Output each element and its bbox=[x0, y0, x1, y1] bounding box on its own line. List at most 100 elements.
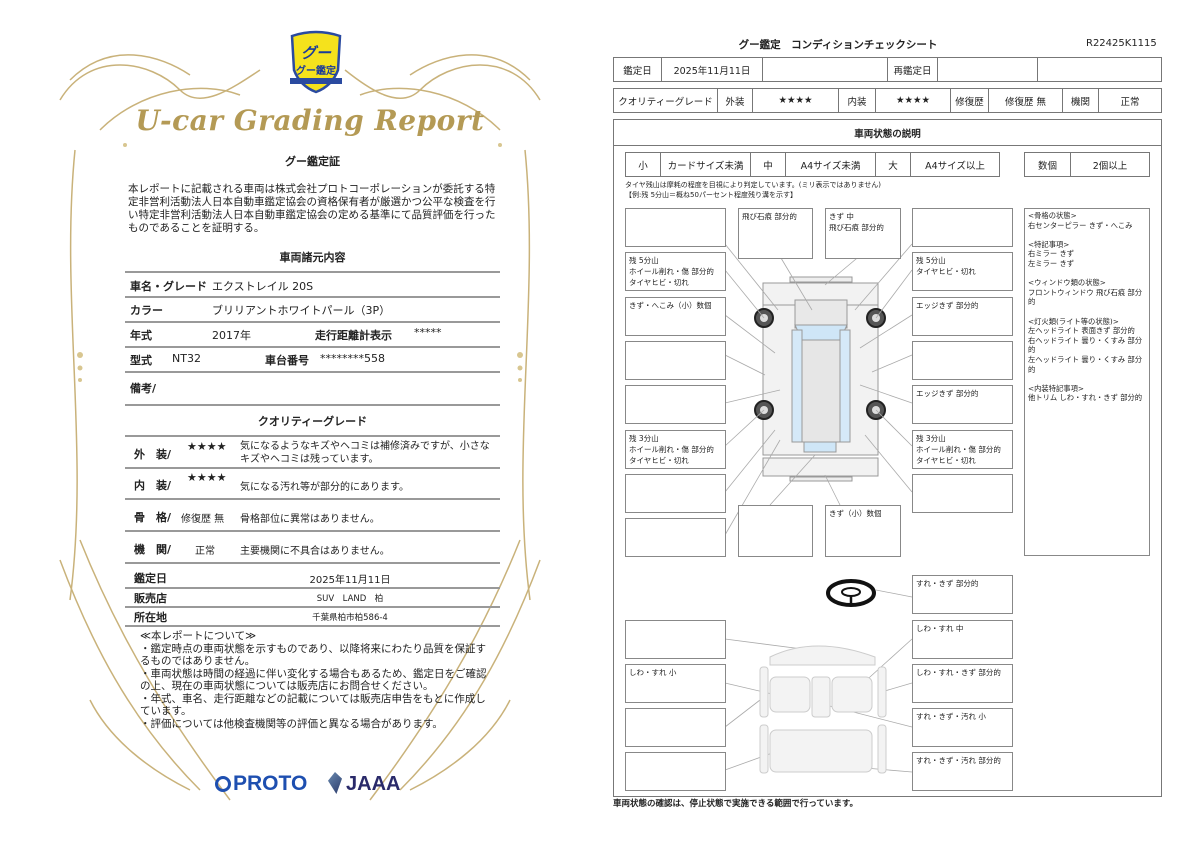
legend-large: 大 bbox=[875, 152, 911, 177]
goo-kantei-seal-logo: グー グー鑑定 bbox=[290, 30, 342, 94]
exterior-condition-box: エッジきず 部分的 bbox=[912, 385, 1013, 424]
engine-value: 正常 bbox=[1098, 88, 1162, 113]
address-value: 千葉県柏市柏586-4 bbox=[312, 613, 388, 623]
grade-label: クオリティーグレード bbox=[613, 88, 718, 113]
note-item: ・鑑定時点の車両状態を示すものであり、以降将来にわたり品質を保証するものではあり… bbox=[140, 642, 486, 668]
divider bbox=[125, 371, 500, 373]
date-label: 鑑定日 bbox=[613, 57, 662, 82]
appraisal-date-value: 2025年11月11日 bbox=[309, 575, 391, 586]
repair-value: 修復歴 無 bbox=[988, 88, 1063, 113]
condition-notes-column: <骨格の状態> 右センターピラー きず・へこみ <特記事項> 右ミラー きず 左… bbox=[1024, 208, 1150, 556]
chassis-label: 車台番号 bbox=[265, 354, 309, 367]
car-name-label: 車名・グレード bbox=[130, 280, 207, 293]
interior-condition-box: しわ・すれ 小 bbox=[625, 664, 726, 703]
divider bbox=[125, 498, 500, 500]
proto-mark-icon bbox=[215, 776, 231, 792]
exterior-condition-box: きず・へこみ（小）数個 bbox=[625, 297, 726, 336]
car-exterior-outline bbox=[762, 276, 879, 482]
legend-many: 数個 bbox=[1024, 152, 1071, 177]
interior-condition-box: しわ・すれ・きず 部分的 bbox=[912, 664, 1013, 703]
interior-comment: 気になる汚れ等が部分的にあります。 bbox=[240, 482, 409, 493]
divider bbox=[125, 587, 500, 589]
model-value: NT32 bbox=[172, 352, 201, 365]
interior-condition-box: すれ・きず・汚れ 部分的 bbox=[912, 752, 1013, 791]
certificate-title: グー鑑定証 bbox=[285, 155, 340, 168]
specs-title: 車両諸元内容 bbox=[279, 251, 346, 264]
exterior-condition-box bbox=[912, 208, 1013, 247]
interior-grade: ★★★★ bbox=[875, 88, 951, 113]
exterior-condition-box: 残 3分山 ホイール削れ・傷 部分的 タイヤヒビ・切れ bbox=[912, 430, 1013, 469]
car-interior-outline bbox=[759, 645, 887, 774]
exterior-grade: ★★★★ bbox=[187, 440, 227, 453]
year-label: 年式 bbox=[130, 329, 152, 342]
tire-note-example: 【例:残 5分山＝概ね50パーセント程度残り溝を示す】 bbox=[625, 191, 797, 199]
report-notes: ≪本レポートについて≫ ・鑑定時点の車両状態を示すものであり、以降将来にわたり品… bbox=[140, 630, 495, 730]
section-title: 車両状態の説明 bbox=[613, 119, 1162, 146]
proto-logo-text: PROTO bbox=[233, 772, 308, 795]
interior-grade: ★★★★ bbox=[187, 471, 227, 484]
color-value: ブリリアントホワイトパール（3P） bbox=[212, 304, 391, 317]
legend-large-desc: A4サイズ以上 bbox=[910, 152, 1000, 177]
legend-medium-desc: A4サイズ未満 bbox=[785, 152, 876, 177]
engine-comment: 主要機関に不具合はありません。 bbox=[240, 546, 390, 557]
exterior-condition-box: 残 5分山 タイヤヒビ・切れ bbox=[912, 252, 1013, 291]
chassis-value: ********558 bbox=[320, 352, 385, 365]
model-label: 型式 bbox=[130, 354, 152, 367]
blank-cell bbox=[1037, 57, 1162, 82]
svg-text:グー: グー bbox=[301, 44, 332, 62]
divider bbox=[125, 346, 500, 348]
divider bbox=[125, 562, 500, 564]
exterior-condition-box: きず 中 飛び石痕 部分的 bbox=[825, 208, 901, 259]
notes-title: ≪本レポートについて≫ bbox=[140, 630, 257, 642]
jaaa-logo: JAAA bbox=[328, 772, 400, 796]
interior-condition-box: すれ・きず・汚れ 小 bbox=[912, 708, 1013, 747]
odometer-value: ***** bbox=[414, 326, 442, 339]
divider bbox=[125, 530, 500, 532]
exterior-condition-box: エッジきず 部分的 bbox=[912, 297, 1013, 336]
interior-condition-box bbox=[625, 752, 726, 791]
divider bbox=[125, 271, 500, 273]
car-name-value: エクストレイル 20S bbox=[212, 280, 314, 293]
odometer-label: 走行距離計表示 bbox=[315, 329, 392, 342]
tire-note: タイヤ残山は摩耗の程度を目視により判定しています。(ミリ表示ではありません) bbox=[625, 181, 881, 189]
date-value: 2025年11月11日 bbox=[661, 57, 763, 82]
exterior-condition-box bbox=[625, 474, 726, 513]
exterior-condition-box bbox=[912, 474, 1013, 513]
gold-ornamental-frame bbox=[59, 54, 541, 801]
remarks-label: 備考/ bbox=[130, 382, 157, 395]
exterior-condition-box bbox=[912, 341, 1013, 380]
appraisal-date-label: 鑑定日 bbox=[134, 572, 167, 585]
note-item: ・年式、車名、走行距離などの記載については販売店申告をもとに作成しています。 bbox=[140, 692, 486, 718]
reappraisal-value bbox=[937, 57, 1038, 82]
divider bbox=[125, 296, 500, 298]
engine-label: 機 関/ bbox=[134, 543, 172, 556]
report-id: R22425K1115 bbox=[1086, 38, 1157, 49]
divider bbox=[125, 625, 500, 627]
exterior-condition-box bbox=[625, 208, 726, 247]
interior-condition-box: すれ・きず 部分的 bbox=[912, 575, 1013, 614]
color-label: カラー bbox=[130, 304, 163, 317]
certificate-body: 本レポートに記載される車両は株式会社プロトコーポレーションが委託する特定非営利活… bbox=[128, 183, 496, 234]
divider bbox=[125, 467, 500, 469]
divider bbox=[125, 321, 500, 323]
interior-label: 内装 bbox=[838, 88, 876, 113]
frame-label: 骨 格/ bbox=[134, 511, 172, 524]
report-title: U-car Grading Report bbox=[135, 104, 485, 137]
interior-condition-box: しわ・すれ 中 bbox=[912, 620, 1013, 659]
exterior-condition-box bbox=[625, 518, 726, 557]
note-item: ・車両状態は時間の経過に伴い変化する場合もあるため、鑑定日をご確認の上、現在の車… bbox=[140, 667, 487, 693]
exterior-condition-box: きず（小）数個 bbox=[825, 505, 901, 557]
divider bbox=[125, 606, 500, 608]
interior-condition-box bbox=[625, 708, 726, 747]
svg-text:グー鑑定: グー鑑定 bbox=[296, 64, 336, 77]
legend-small: 小 bbox=[625, 152, 661, 177]
exterior-label: 外装 bbox=[717, 88, 753, 113]
frame-grade: 修復歴 無 bbox=[181, 514, 225, 525]
steering-wheel-icon bbox=[826, 579, 876, 607]
blank-cell bbox=[762, 57, 888, 82]
reappraisal-label: 再鑑定日 bbox=[887, 57, 938, 82]
exterior-comment: 気になるようなキズやヘコミは補修済みですが、小さなキズやヘコミは残っています。 bbox=[240, 441, 490, 465]
divider bbox=[125, 404, 500, 406]
note-item: ・評価については他検査機関等の評価と異なる場合があります。 bbox=[140, 717, 443, 730]
